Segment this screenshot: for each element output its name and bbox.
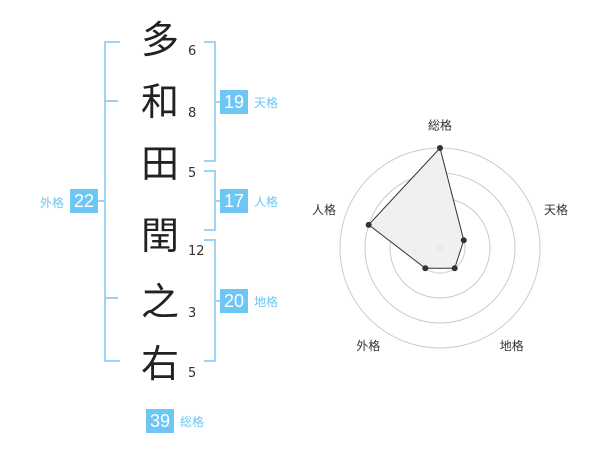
name-char-3: 田 [140,142,179,186]
soukaku-badge: 39 [146,409,174,433]
jinkaku-connector [216,200,220,202]
radar-axis-label-5: 人格 [312,202,336,217]
gaikaku-connector [98,200,104,202]
gaikaku-bracket-tick-lower [104,297,118,299]
soukaku-label: 総格 [180,415,205,429]
gaikaku-badge: 22 [70,189,98,213]
tenkaku-label: 天格 [254,96,279,110]
stroke-count-3: 5 [188,166,197,181]
radar-series-polygon [367,146,465,269]
gaikaku-bracket [104,41,120,362]
tenkaku-badge: 19 [220,90,248,114]
radar-axis-label-2: 天格 [544,202,568,217]
gaikaku-bracket-tick-upper [104,100,118,102]
tenkaku-bracket [204,41,216,162]
name-char-2: 和 [140,80,179,124]
name-char-4: 閏 [140,214,179,258]
name-char-6: 右 [140,342,179,386]
jinkaku-label: 人格 [254,195,279,209]
chikaku-bracket [204,239,216,362]
radar-axis-label-1: 総格 [428,118,452,133]
radar-point-5 [365,221,372,228]
stroke-count-6: 5 [188,366,197,381]
name-char-5: 之 [140,280,179,324]
radar-point-1 [437,145,443,151]
radar-axis-label-4: 外格 [356,338,380,353]
jinkaku-bracket [204,170,216,231]
radar-point-4 [422,265,429,272]
stroke-count-4: 12 [188,244,205,259]
stroke-count-2: 8 [188,106,197,121]
chikaku-label: 地格 [254,295,279,309]
radar-axis-label-3: 地格 [500,338,524,353]
radar-point-3 [451,265,458,272]
chikaku-connector [216,300,220,302]
tenkaku-connector [216,101,220,103]
name-char-1: 多 [140,18,179,62]
jinkaku-badge: 17 [220,189,248,213]
stroke-count-1: 6 [188,44,197,59]
chikaku-badge: 20 [220,289,248,313]
gaikaku-label: 外格 [40,196,65,210]
radar-point-2 [460,237,467,244]
stroke-count-5: 3 [188,306,197,321]
